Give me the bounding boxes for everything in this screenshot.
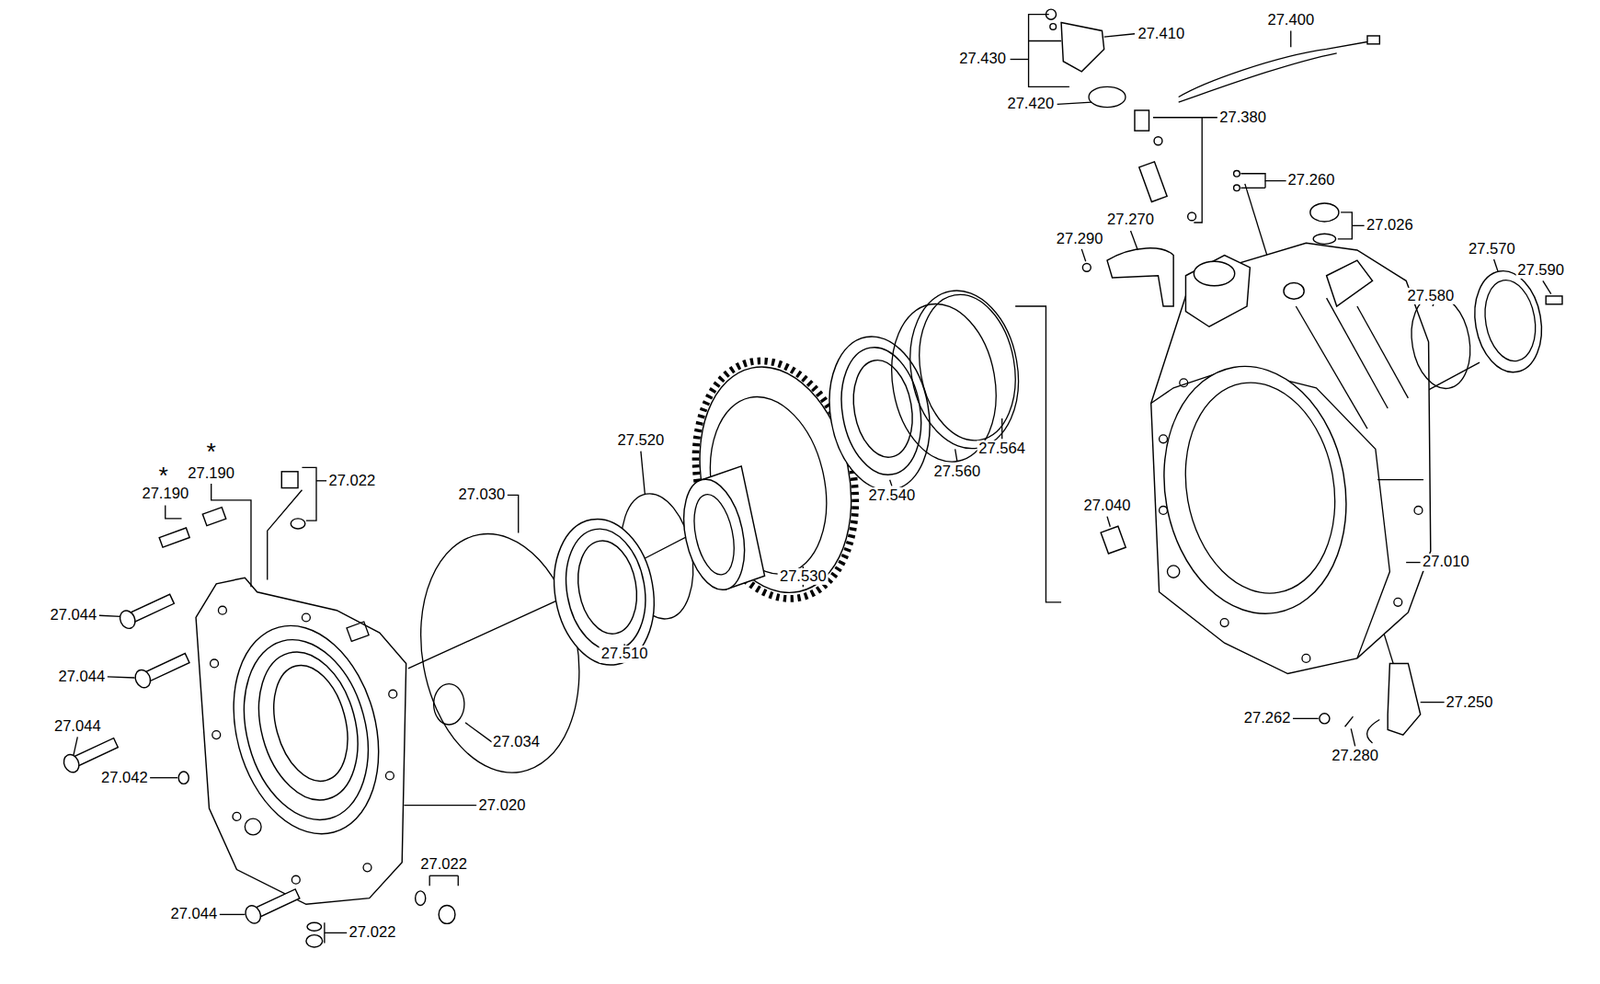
callout-number: 27.260	[1286, 171, 1338, 189]
bearing	[817, 328, 941, 499]
plug	[159, 471, 456, 948]
callout-number: 27.044	[48, 606, 100, 624]
callout-number: 27.380	[1217, 108, 1269, 126]
callout-number: 27.040	[1082, 497, 1133, 515]
callout-number: 27.022	[326, 472, 378, 490]
small-parts	[1045, 9, 1563, 743]
snap-ring	[880, 282, 1031, 471]
bolt	[60, 590, 301, 926]
callout-number: 27.190	[185, 465, 237, 482]
callout-number: 27.590	[1515, 262, 1566, 279]
callout-number: 27.564	[976, 440, 1028, 458]
cover-plate	[195, 577, 407, 904]
callout-number: 27.022	[347, 924, 399, 941]
callout-number: 27.026	[1364, 217, 1416, 234]
callout-number: 27.410	[1135, 24, 1187, 42]
callout-number: 27.022	[418, 856, 469, 873]
callout-number: 27.280	[1329, 747, 1381, 765]
callout-number: 27.044	[56, 668, 107, 686]
callout-number: 27.520	[616, 432, 667, 449]
callout-number: 27.420	[1005, 95, 1056, 113]
callout-number: 27.540	[867, 487, 918, 504]
callout-number: 27.030	[456, 486, 507, 503]
o-ring	[402, 488, 703, 786]
callout-number: 27.530	[777, 568, 829, 585]
callout-number: 27.580	[1405, 287, 1456, 305]
callout-number: 27.270	[1105, 210, 1156, 228]
callout-number: 27.560	[932, 463, 983, 480]
bearing	[543, 511, 666, 674]
footnote-mark: *	[205, 438, 218, 466]
leader-line	[73, 14, 1552, 944]
housing	[1144, 242, 1431, 674]
callout-number: 27.044	[52, 718, 103, 735]
callout-number: 27.020	[477, 796, 528, 813]
callout-number: 27.010	[1420, 553, 1472, 571]
callout-number: 27.290	[1054, 230, 1106, 248]
callout-number: 27.570	[1466, 240, 1518, 258]
callout-number: 27.400	[1265, 11, 1316, 29]
callout-number: 27.430	[957, 50, 1008, 68]
callout-number: 27.262	[1242, 709, 1293, 727]
callout-number: 27.510	[599, 645, 651, 663]
callout-number: 27.042	[99, 768, 150, 786]
callout-number: 27.044	[168, 905, 219, 923]
callout-number: 27.034	[491, 733, 542, 751]
callout-number: 27.190	[139, 485, 191, 503]
callout-number: 27.250	[1444, 693, 1496, 710]
